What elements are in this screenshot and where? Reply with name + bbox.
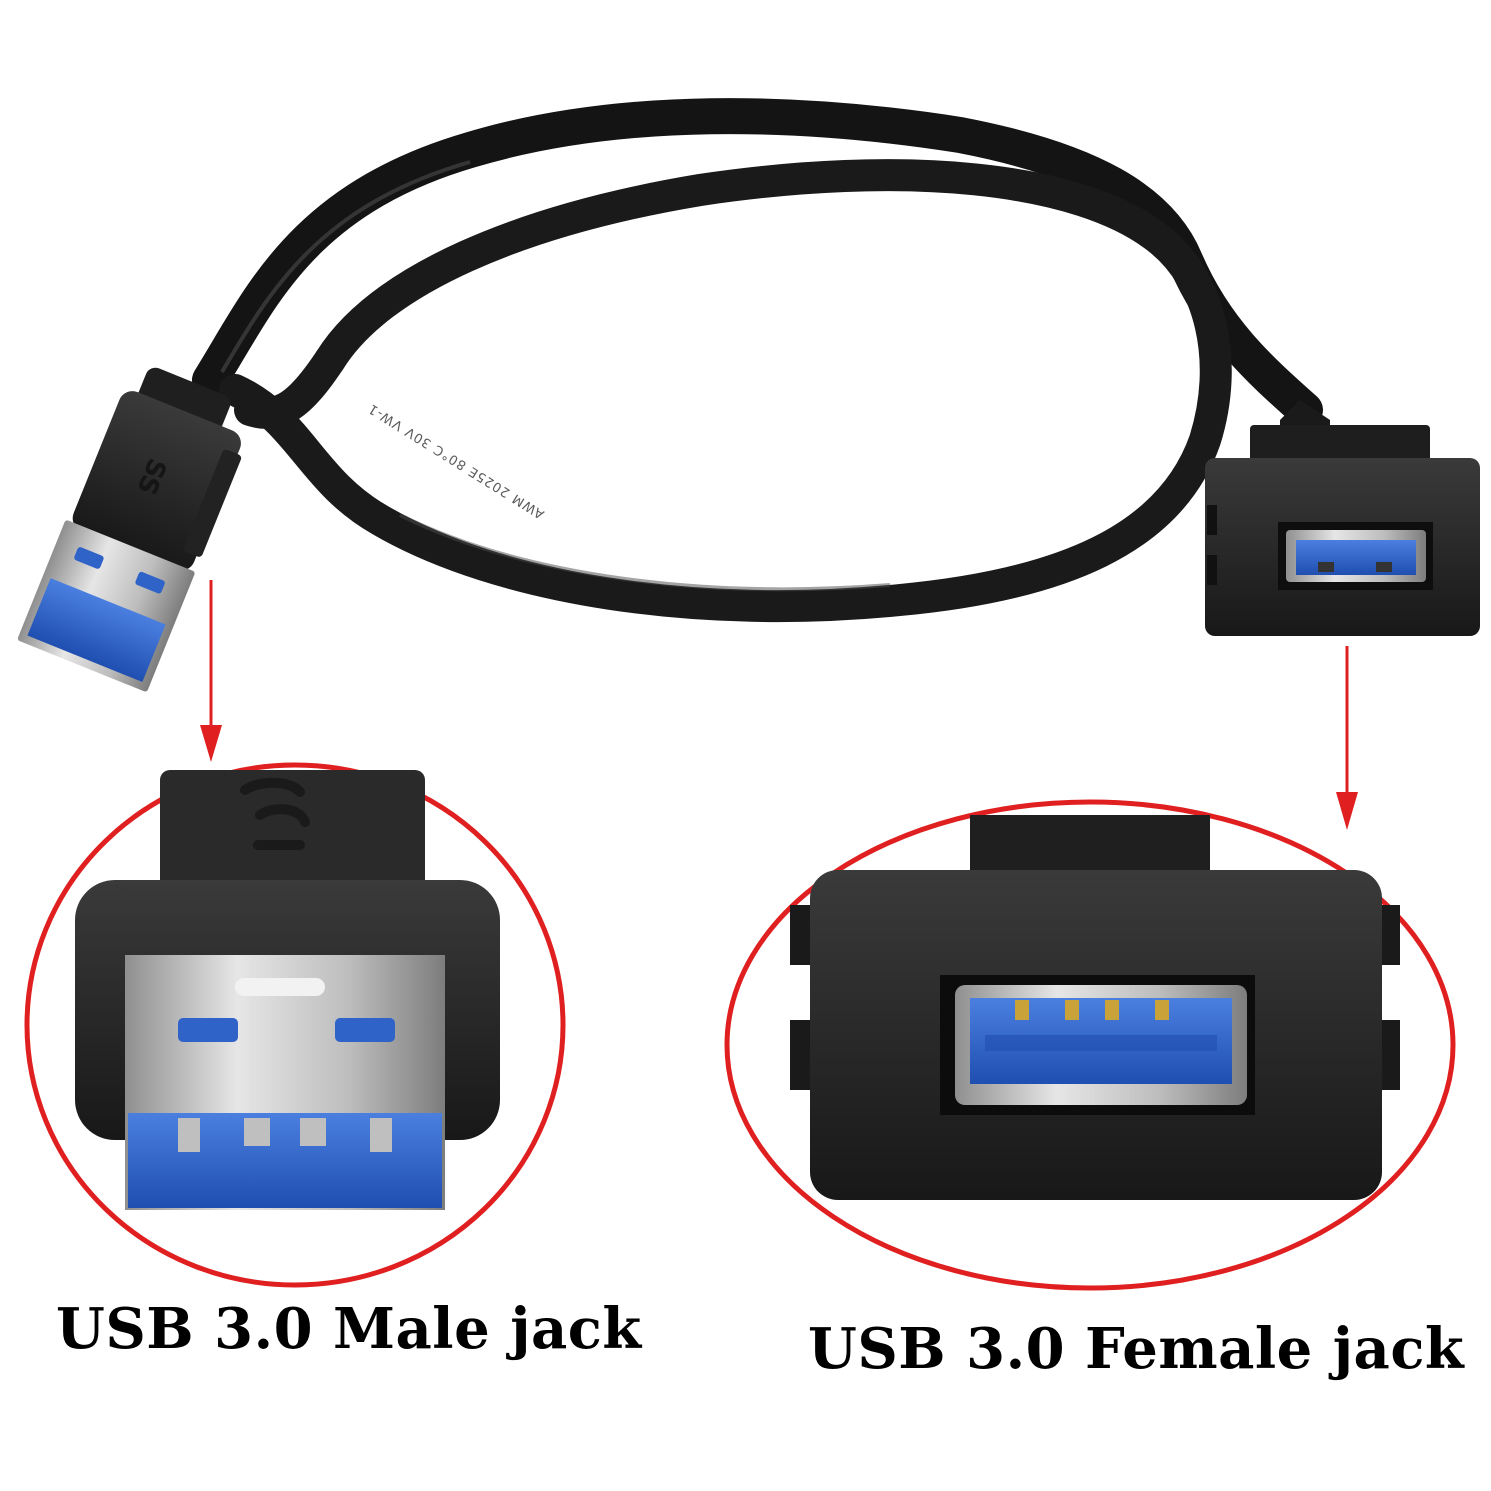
female-jack-caption: USB 3.0 Female jack [808, 1316, 1465, 1382]
male-closeup-callout [24, 762, 566, 1288]
arrow-down-icon [200, 580, 222, 762]
cable-print-text: AWM 2025E 80°C 30V VW-1 [365, 400, 547, 521]
male-connector: SS [17, 367, 242, 692]
arrow-down-icon [1336, 646, 1358, 830]
female-connector [1205, 400, 1480, 636]
ss-usb-logo-icon [240, 777, 310, 850]
female-closeup-callout [724, 799, 1456, 1291]
usb-cable: AWM 2025E 80°C 30V VW-1 [192, 98, 1323, 623]
male-jack-caption: USB 3.0 Male jack [56, 1296, 642, 1362]
